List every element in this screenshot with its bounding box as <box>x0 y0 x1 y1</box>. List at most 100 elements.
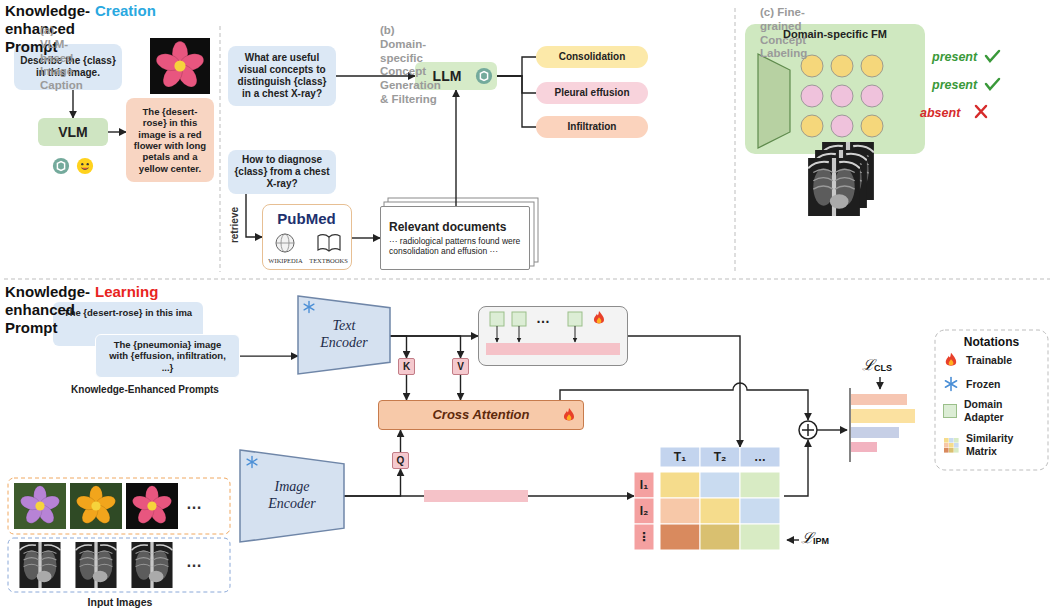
encoder-outline <box>298 296 390 374</box>
legend-icon <box>943 352 959 368</box>
ellipsis: … <box>186 494 202 513</box>
node-text: I₁ <box>640 478 648 492</box>
text-encoder: Text Encoder <box>298 296 390 374</box>
node-text: How to diagnose {class} from a chest X-r… <box>234 154 330 190</box>
legend-text: Similarity Matrix <box>966 432 1042 457</box>
arrow-connector <box>240 355 298 356</box>
node-text: WIKIPEDIA <box>268 257 302 265</box>
chatgpt-icon <box>53 158 69 174</box>
node-text: Text Encoder <box>313 318 375 352</box>
concept-status: present <box>932 50 977 65</box>
similarity-matrix: T₁T₂…I₁I₂⋮ <box>634 447 784 555</box>
image-feature-bar <box>424 490 528 502</box>
legend-grid-cell <box>954 443 959 448</box>
similarity-cell <box>740 498 780 524</box>
flower-input-images <box>8 478 230 534</box>
legend-swatch <box>943 404 957 418</box>
adapter-internals <box>486 312 620 355</box>
caption-box: The {desert-rose} in this image is a red… <box>126 98 214 182</box>
legend-symbol <box>946 353 956 366</box>
cross-mark <box>976 106 986 117</box>
legend-grid-cell <box>949 438 954 443</box>
feature-grid <box>801 55 883 137</box>
legend-symbol <box>945 378 956 391</box>
bracket-connector <box>497 76 536 127</box>
query-box: Q <box>392 452 409 469</box>
frozen-icon <box>247 456 257 467</box>
arrow-connector <box>352 237 380 238</box>
node-text: Image Encoder <box>261 479 323 513</box>
loss-subscript: CLS <box>874 363 892 374</box>
node-text: VLM <box>58 124 88 141</box>
edge-label: retrieve <box>229 205 241 245</box>
section-title: Knowledge-enhanced Prompt <box>5 283 90 337</box>
panel-heading: (c) Fine-grained Concept Labeling <box>760 6 807 61</box>
node-text: K <box>403 361 410 373</box>
similarity-cell <box>740 472 780 498</box>
node-text: … <box>536 310 550 327</box>
arrow-connector <box>108 131 126 132</box>
node-text: Infiltration <box>568 121 617 133</box>
node-text: … <box>754 450 766 464</box>
node-text: Q <box>397 455 405 467</box>
node-text: V <box>457 361 464 373</box>
similarity-cell <box>660 524 700 550</box>
panel-heading: (a) VLM-based Image Caption <box>40 24 83 93</box>
arrow-connector <box>246 194 262 237</box>
node-text: PubMed <box>277 210 335 228</box>
wikipedia-globe <box>276 234 294 252</box>
logit-bars <box>850 388 915 462</box>
trainable-icon <box>564 408 574 420</box>
legend-icon <box>943 376 959 392</box>
legend-grid-cell <box>944 438 949 443</box>
node-text: The {desert-rose} in this image is a red… <box>132 106 208 174</box>
text-feature-cell <box>660 447 700 467</box>
similarity-cell <box>700 524 740 550</box>
arrow-connector <box>406 375 407 400</box>
legend-title: Notations <box>935 335 1048 349</box>
node-text: Pleural effusion <box>554 87 629 99</box>
concept-pill: Infiltration <box>536 116 648 138</box>
trainable-icon <box>594 311 604 323</box>
arrow-connector <box>455 90 456 206</box>
question-box: What are useful visual concepts to disti… <box>228 46 336 106</box>
value-box: V <box>452 358 469 375</box>
encoder-outline <box>240 450 344 542</box>
similarity-cell <box>700 472 740 498</box>
legend-icon <box>943 437 959 453</box>
legend-frame <box>935 330 1048 470</box>
node-text: I₂ <box>640 504 649 518</box>
node-text: TEXTBOOKS <box>309 257 348 265</box>
similarity-cell <box>700 498 740 524</box>
frozen-icon <box>304 301 314 312</box>
node-text: Consolidation <box>559 51 626 63</box>
legend-text: Trainable <box>966 354 1042 367</box>
flower-photo <box>150 38 210 94</box>
bracket-connector <box>497 76 536 93</box>
legend-grid-cell <box>949 448 954 453</box>
image-feature-cell <box>634 524 654 550</box>
node-text: T₂ <box>714 450 727 464</box>
concept-status: present <box>932 78 977 93</box>
bracket-connector <box>497 57 536 76</box>
concept-pill: Consolidation <box>536 46 648 68</box>
similarity-cell <box>660 498 700 524</box>
legend-grid-cell <box>949 443 954 448</box>
encoder-wing <box>758 54 790 148</box>
sum-symbol <box>799 421 817 439</box>
arrow-connector <box>344 469 401 496</box>
caption-label: Input Images <box>70 596 170 609</box>
similarity-cell <box>740 524 780 550</box>
arrow-connector <box>390 336 461 358</box>
document-box: Relevant documents··· radiological patte… <box>380 206 530 270</box>
node-text: Cross Attention <box>432 407 529 423</box>
text-feature-cell <box>700 447 740 467</box>
loss-symbol: ℒ <box>801 529 813 547</box>
panel-heading: (b) Domain-specific Concept Generation &… <box>380 24 441 107</box>
xray-input-images <box>8 538 230 592</box>
prompt-box: The {pneumonia} image with {effusion, in… <box>95 334 240 378</box>
similarity-cell <box>660 472 700 498</box>
arrow-connector <box>400 430 401 452</box>
caption-label: Knowledge-Enhanced Prompts <box>55 384 235 396</box>
node-text: Relevant documents <box>389 220 506 234</box>
